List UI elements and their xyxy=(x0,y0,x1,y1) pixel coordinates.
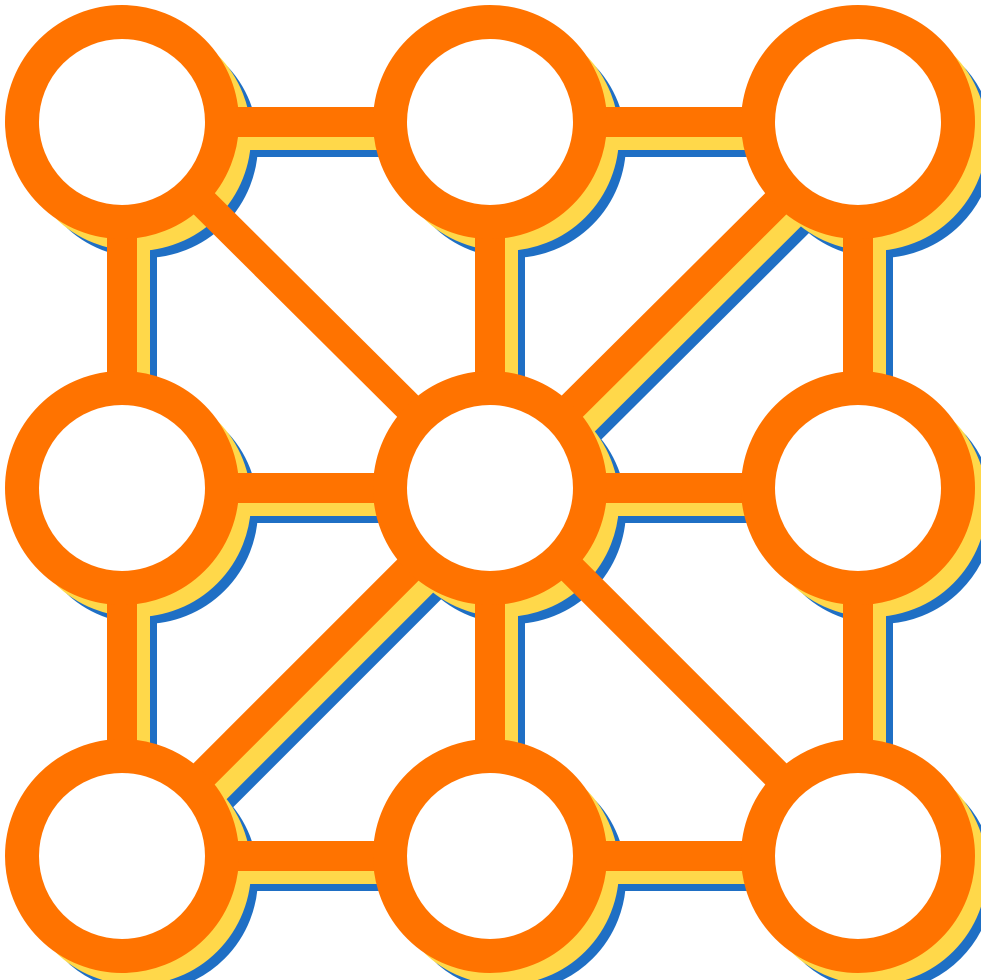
node-inner-n7 xyxy=(38,772,206,940)
node-inner-n2 xyxy=(406,38,574,206)
node-ring-n8 xyxy=(373,739,607,973)
node-ring-n7 xyxy=(5,739,239,973)
node-ring-n3 xyxy=(741,5,975,239)
node-inner-n9 xyxy=(774,772,942,940)
node-ring-n6 xyxy=(741,371,975,605)
node-ring-n5 xyxy=(373,371,607,605)
orange-main-layer xyxy=(5,5,975,973)
node-inner-n3 xyxy=(774,38,942,206)
node-inner-n8 xyxy=(406,772,574,940)
node-ring-n4 xyxy=(5,371,239,605)
node-inner-n6 xyxy=(774,404,942,572)
node-ring-n2 xyxy=(373,5,607,239)
node-inner-n5 xyxy=(406,404,574,572)
node-inner-n4 xyxy=(38,404,206,572)
node-ring-n1 xyxy=(5,5,239,239)
node-inner-n1 xyxy=(38,38,206,206)
node-ring-n9 xyxy=(741,739,975,973)
